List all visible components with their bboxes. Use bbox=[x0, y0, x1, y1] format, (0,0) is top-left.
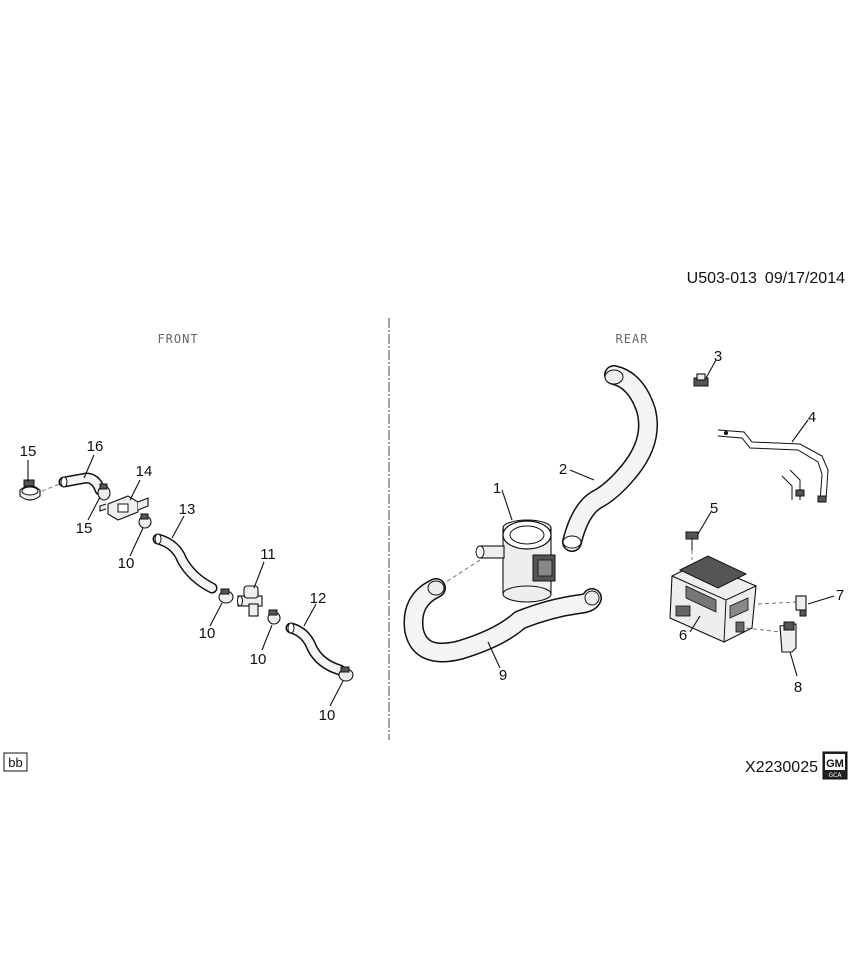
section-label-rear: REAR bbox=[616, 332, 649, 346]
clamp-10-d bbox=[338, 666, 354, 682]
drawing-number: X2230025 bbox=[745, 759, 818, 776]
tee-fitting-11 bbox=[237, 585, 263, 617]
section-label-front: FRONT bbox=[157, 332, 198, 346]
callout-5: 5 bbox=[710, 500, 718, 517]
callout-11: 11 bbox=[260, 546, 276, 563]
hose-9 bbox=[403, 578, 602, 663]
valve-14 bbox=[99, 495, 149, 521]
clamp-15-mid bbox=[97, 483, 111, 501]
bolt-5 bbox=[685, 531, 699, 550]
bolt-3 bbox=[693, 373, 709, 387]
callout-3: 3 bbox=[714, 348, 722, 365]
bracket-8 bbox=[779, 621, 797, 653]
callout-15-top: 15 bbox=[20, 443, 37, 460]
callout-16: 16 bbox=[87, 438, 104, 455]
clip-7 bbox=[795, 595, 807, 617]
bracket-4 bbox=[717, 429, 829, 503]
hose-16 bbox=[58, 472, 106, 496]
callout-10-c: 10 bbox=[250, 651, 267, 668]
callout-10-b: 10 bbox=[199, 625, 216, 642]
callout-4: 4 bbox=[808, 409, 816, 426]
footer-badge-text: bb bbox=[8, 755, 22, 770]
clamp-10-c bbox=[267, 609, 281, 625]
callout-15-bottom: 15 bbox=[76, 520, 93, 537]
callout-9: 9 bbox=[499, 667, 507, 684]
callout-2: 2 bbox=[559, 461, 567, 478]
callout-10-a: 10 bbox=[118, 555, 135, 572]
callout-14: 14 bbox=[136, 463, 153, 480]
hose-12 bbox=[285, 622, 346, 676]
clamp-15-left bbox=[19, 479, 41, 501]
hose-2 bbox=[562, 365, 658, 552]
hose-13 bbox=[152, 533, 218, 594]
gm-logo-subtext: GCA bbox=[829, 772, 843, 779]
callout-13: 13 bbox=[179, 501, 196, 518]
callout-10-d: 10 bbox=[319, 707, 336, 724]
clamp-10-a bbox=[138, 513, 152, 529]
footer-badge: bb bbox=[3, 752, 28, 772]
gm-logo: GM GCA bbox=[822, 751, 848, 780]
callout-12: 12 bbox=[310, 590, 327, 607]
gm-logo-text: GM bbox=[826, 758, 844, 770]
clamp-10-b bbox=[218, 588, 234, 604]
callout-6: 6 bbox=[679, 627, 687, 644]
callout-1: 1 bbox=[493, 480, 501, 497]
filter-body-1 bbox=[475, 519, 556, 603]
canister-6 bbox=[669, 555, 757, 643]
callout-8: 8 bbox=[794, 679, 802, 696]
callout-7: 7 bbox=[836, 587, 844, 604]
